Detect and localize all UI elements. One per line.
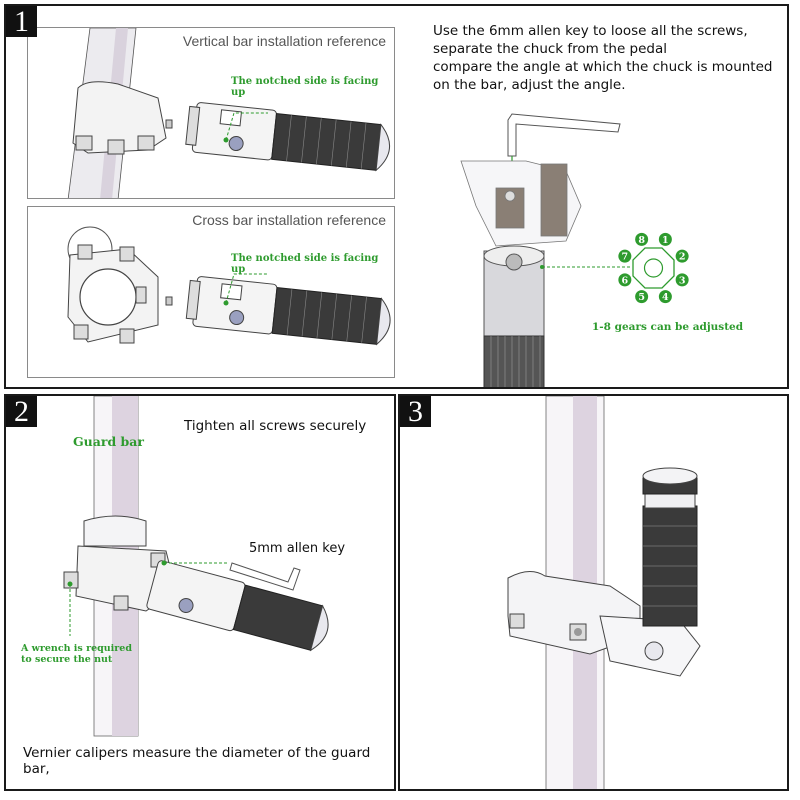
gear-marker-dot [675, 249, 689, 263]
clamp-bolt [75, 135, 93, 151]
vertical-bar-illustration [67, 28, 390, 198]
instruction-line: compare the angle at which the chuck is … [433, 59, 773, 75]
cross-bar-reference-box: Cross bar installation reference [27, 206, 395, 378]
allen-key-label: 5mm allen key [249, 541, 346, 556]
gear-position-marker: 8 [635, 232, 649, 246]
gear-marker-label: 6 [622, 275, 629, 286]
gear-marker-dot [635, 232, 649, 246]
gear-position-marker: 2 [675, 249, 689, 263]
gear-position-marker: 5 [635, 290, 649, 304]
vertical-bar-reference-title: Vertical bar installation reference [182, 33, 386, 49]
gear-dial [632, 247, 675, 289]
clamp [72, 81, 167, 154]
step-3-badge: 3 [400, 396, 431, 427]
gear-position-marker: 3 [675, 273, 689, 287]
allen-key-icon [229, 562, 301, 591]
gear-marker-dot [635, 290, 649, 304]
step-3-panel: 3 [398, 394, 789, 791]
step-1-instructions: Use the 6mm allen key to loose all the s… [433, 22, 772, 94]
wrench-note-line: to secure the nut [21, 654, 113, 665]
gear-marker-label: 8 [638, 235, 645, 246]
gear-marker-label: 7 [622, 252, 629, 263]
step-1-badge: 1 [6, 6, 37, 37]
gear-marker-dot [618, 249, 632, 263]
gear-dial-caption: 1-8 gears can be adjusted [592, 321, 744, 333]
gear-marker-label: 5 [638, 292, 645, 303]
step-2-panel: 2 Tighten all screws securely Guard bar … [4, 394, 396, 791]
allen-key-icon [507, 113, 621, 157]
step-1-panel: 1 Vertical bar installation reference [4, 4, 789, 389]
chuck-illustration: 12 34 56 78 [460, 113, 689, 387]
wrench-note-line: A wrench is required [21, 643, 132, 654]
vertical-notch-callout: The notched side is facing up [231, 76, 379, 98]
instruction-line: Use the 6mm allen key to loose all the s… [433, 23, 748, 39]
gear-marker-dot [658, 290, 672, 304]
gear-marker-label: 2 [679, 252, 686, 263]
vertical-bar-reference-box: Vertical bar installation reference [27, 27, 395, 199]
installed-pedal-illustration [507, 396, 701, 789]
gear-position-marker: 4 [658, 290, 672, 304]
gear-position-marker: 6 [618, 273, 632, 287]
pedal-shaft [483, 245, 545, 387]
octagon [632, 247, 675, 289]
wrench-note: A wrench is required to secure the nut [21, 643, 132, 665]
gear-marker-dot [675, 273, 689, 287]
gear-position-marker: 7 [618, 249, 632, 263]
cross-bar-reference-title: Cross bar installation reference [192, 212, 386, 228]
instruction-line: separate the chuck from the pedal [433, 41, 668, 57]
step-2-badge: 2 [6, 396, 37, 427]
gear-marker-dot [658, 232, 672, 246]
pedal [185, 102, 390, 172]
gear-marker-dot [618, 273, 632, 287]
clamp-end-view [67, 226, 173, 344]
guard-bar-illustration [63, 396, 329, 737]
gear-marker-label: 4 [662, 292, 669, 303]
chuck-housing [460, 160, 582, 247]
step-2-instruction: Tighten all screws securely [184, 418, 367, 434]
cross-notch-callout: The notched side is facing up [231, 253, 379, 275]
guard-bar-label: Guard bar [73, 434, 144, 449]
gear-marker-label: 1 [662, 235, 669, 246]
step-2-footer: Vernier calipers measure the diameter of… [23, 745, 371, 777]
gear-position-marker: 1 [658, 232, 672, 246]
pedal [185, 276, 391, 346]
pedal-vertical [599, 467, 701, 677]
pedal [146, 560, 329, 652]
gear-marker-label: 3 [679, 275, 686, 286]
cross-bar-illustration [67, 226, 391, 346]
instruction-line: on the bar, adjust the angle. [433, 77, 626, 93]
